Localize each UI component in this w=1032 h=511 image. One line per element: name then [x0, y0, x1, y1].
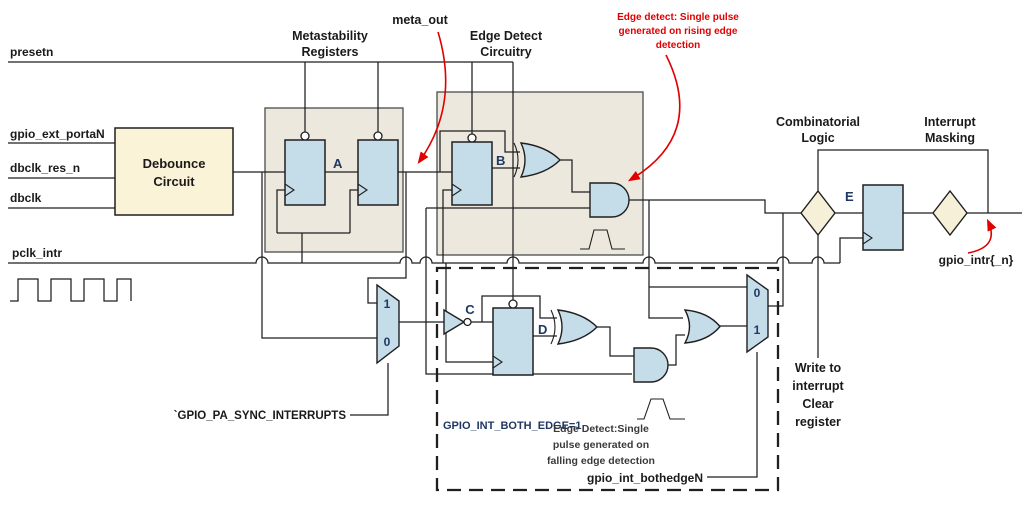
label-gpio-ext-portaN: gpio_ext_portaN	[10, 127, 105, 141]
xor-gate-falling	[556, 309, 598, 345]
caption-edge-detect-2: Circuitry	[480, 45, 531, 59]
wire-xord-to-and	[597, 326, 634, 357]
sync-mux-input-0: 0	[384, 335, 391, 349]
wire-c-bypass-xor	[481, 295, 557, 322]
ff-label-e: E	[845, 189, 854, 204]
wire-meta-to-mux1	[367, 172, 407, 304]
sync-mux-input-1: 1	[384, 297, 391, 311]
flipflop-meta1	[284, 139, 326, 206]
wire-clock-d	[445, 263, 493, 363]
wire-bothedge-select	[707, 352, 758, 478]
flipflop-meta2	[357, 139, 399, 206]
gpio-intr-arrow	[967, 218, 997, 254]
ff-label-b: B	[496, 153, 505, 168]
ff-label-d: D	[538, 322, 547, 337]
caption-combinatorial-2: Logic	[801, 131, 834, 145]
wire-presetn-drops	[304, 62, 514, 300]
note-rising-3: detection	[656, 40, 700, 51]
reset-bubble-d	[508, 299, 518, 309]
bothedge-select-mux	[746, 273, 769, 354]
bothedge-mux-input-1: 1	[754, 323, 761, 337]
caption-combinatorial-1: Combinatorial	[776, 115, 860, 129]
flipflop-b	[451, 141, 493, 206]
inverter-bubble	[463, 317, 472, 327]
ff-label-a: A	[333, 156, 343, 171]
caption-write-clear-3: Clear	[802, 397, 833, 411]
combinatorial-logic-diamond	[800, 189, 836, 237]
note-rising-1: Edge detect: Single pulse	[617, 12, 739, 23]
wire-clock-e	[839, 237, 863, 263]
label-dbclk: dbclk	[10, 191, 42, 205]
xor-gate-rising-arc	[513, 142, 519, 178]
label-gpio-pa-sync-interrupts: `GPIO_PA_SYNC_INTERRUPTS	[174, 410, 347, 422]
caption-metastability-1: Metastability	[292, 29, 368, 43]
label-presetn: presetn	[10, 45, 53, 59]
debounce-circuit-block	[114, 127, 234, 216]
wire-mask-feedback	[817, 149, 989, 213]
interrupt-masking-diamond	[932, 189, 968, 237]
rising-edge-arrow	[627, 54, 681, 182]
wire-clock-rail-a	[276, 189, 358, 263]
caption-interrupt-masking-2: Masking	[925, 131, 975, 145]
caption-metastability-2: Registers	[302, 45, 359, 59]
wire-debounce-inputs	[8, 142, 115, 209]
wire-rising-to-bothedge	[648, 200, 747, 319]
rising-pulse-glyph	[580, 229, 625, 250]
and-gate-falling	[633, 347, 669, 383]
or-gate-bothedge	[683, 309, 721, 344]
inverter-c	[443, 308, 466, 336]
meta-out-arrow	[417, 31, 447, 164]
wire-meta-bypass-xor	[439, 130, 520, 172]
caption-write-clear-2: interrupt	[792, 379, 844, 393]
caption-meta-out: meta_out	[392, 13, 448, 27]
clock-waveform-glyph	[10, 278, 132, 302]
caption-write-clear-1: Write to	[795, 361, 842, 375]
wire-bothedge-out	[768, 213, 784, 307]
debounce-label-line1: Debounce	[143, 156, 206, 171]
label-gpio-intr: gpio_intr{_n}	[939, 253, 1014, 267]
bothedge-mux-input-0: 0	[754, 286, 761, 300]
caption-edge-detect-1: Edge Detect	[470, 29, 543, 43]
wire-raw-to-mux0	[261, 172, 377, 339]
label-gpio-int-both-edge: GPIO_INT_BOTH_EDGE=1	[443, 420, 581, 432]
wire-rising-to-comb	[629, 199, 801, 214]
note-falling-3: falling edge detection	[547, 455, 655, 467]
ff-label-c: C	[465, 302, 475, 317]
note-falling-2: pulse generated on	[553, 439, 649, 451]
label-pclk-intr: pclk_intr	[12, 246, 62, 260]
wire-clock-b	[442, 189, 452, 263]
label-dbclk-res-n: dbclk_res_n	[10, 161, 80, 175]
both-edge-detect-dashed-box	[435, 266, 780, 492]
caption-interrupt-masking-1: Interrupt	[924, 115, 976, 129]
wire-xorb-to-and	[560, 159, 590, 193]
caption-write-clear-4: register	[795, 415, 841, 429]
wire-pclk-intr	[8, 256, 840, 264]
reset-bubble-b	[467, 133, 477, 143]
wire-andd-to-or	[668, 334, 685, 366]
label-gpio-int-bothedgeN: gpio_int_bothedgeN	[587, 471, 703, 485]
note-rising-2: generated on rising edge	[619, 26, 738, 37]
wire-enable-rail	[425, 207, 632, 375]
sync-select-mux	[376, 283, 400, 365]
flipflop-d	[492, 307, 534, 376]
xor-gate-rising	[519, 142, 561, 178]
reset-bubble-meta1	[300, 131, 310, 141]
clock-triangle-marks	[284, 183, 873, 369]
debounce-label-line2: Circuit	[153, 174, 195, 189]
note-falling-1: Edge Detect:Single	[553, 423, 649, 435]
and-gate-rising	[589, 182, 630, 218]
reset-bubble-meta2	[373, 131, 383, 141]
wire-sync-select	[350, 363, 389, 416]
falling-pulse-glyph	[637, 398, 685, 420]
xor-gate-falling-arc	[550, 309, 556, 345]
